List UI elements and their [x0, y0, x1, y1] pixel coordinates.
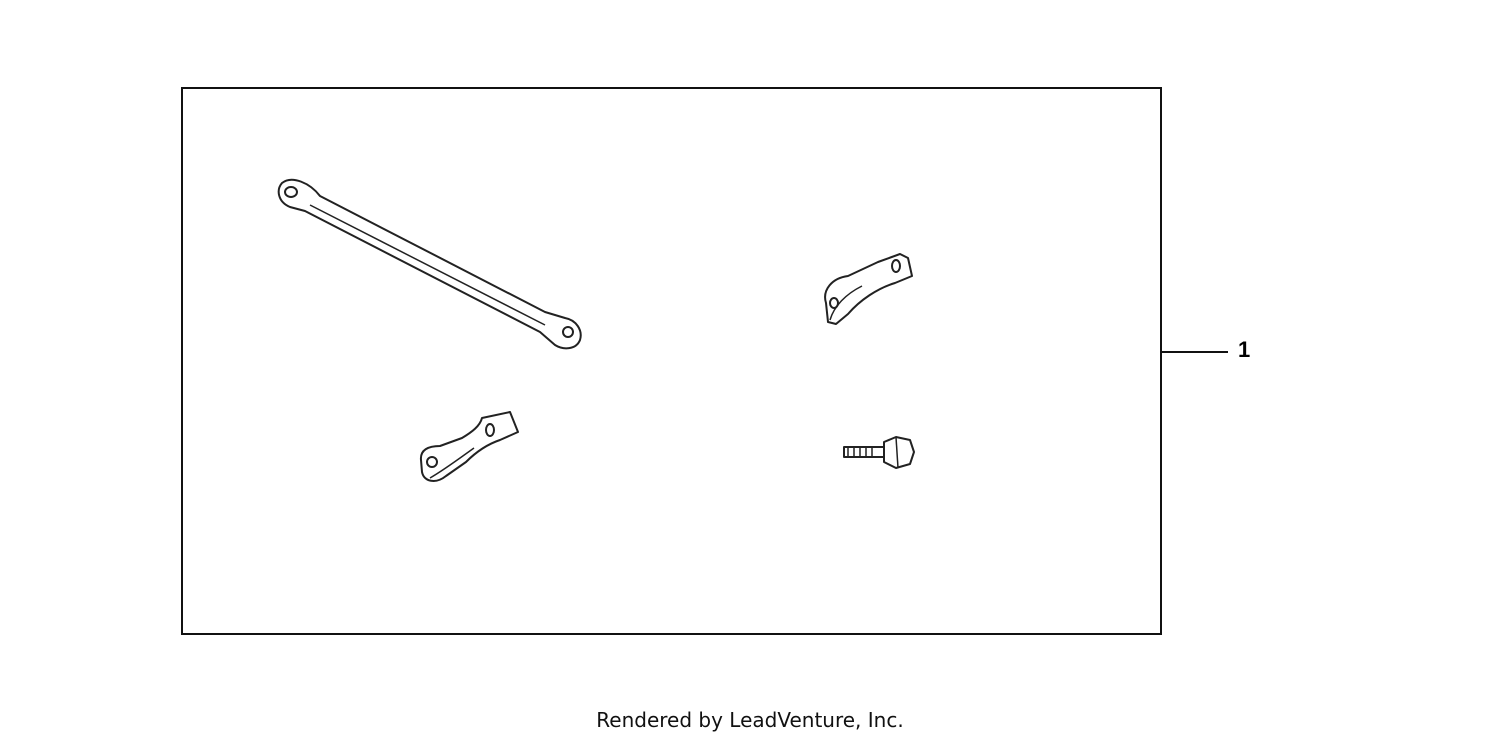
bolt-with-nut-icon[interactable]	[843, 436, 915, 469]
footer-credit: Rendered by LeadVenture, Inc.	[596, 708, 904, 732]
support-rod-icon[interactable]	[277, 178, 582, 350]
kit-frame	[181, 87, 1162, 635]
clamp-bracket-upper-icon[interactable]	[824, 253, 913, 325]
clamp-bracket-lower-icon[interactable]	[419, 411, 519, 482]
callout-number-1: 1	[1238, 337, 1251, 362]
